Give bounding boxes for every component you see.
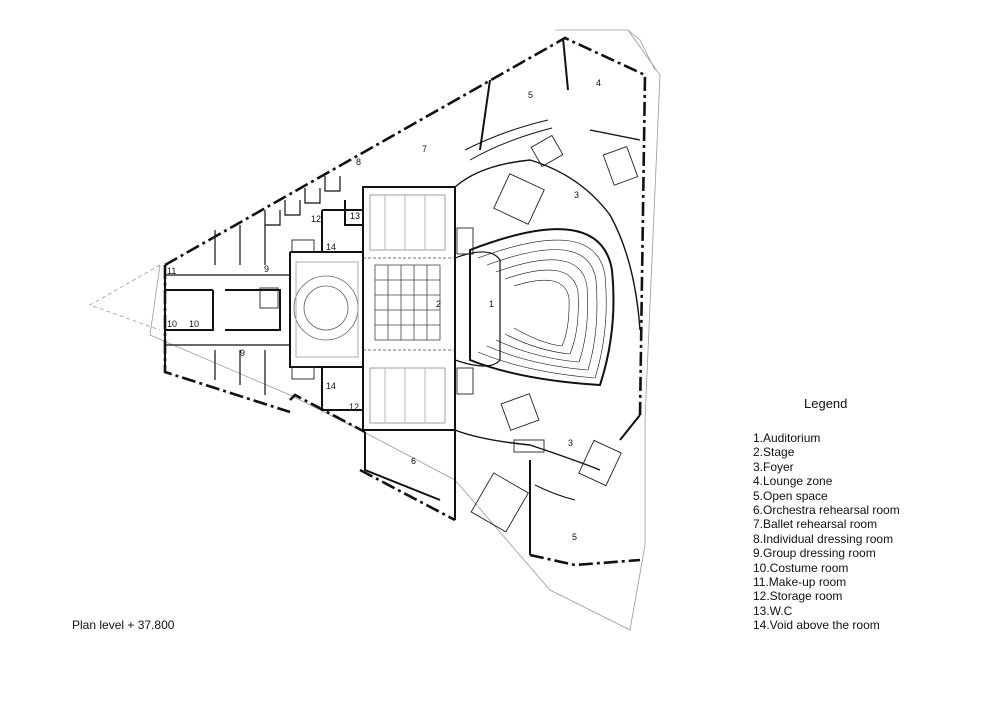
legend-item: 7.Ballet rehearsal room: [753, 517, 878, 532]
plan-level-caption: Plan level + 37.800: [72, 618, 175, 632]
interior-walls: [164, 37, 641, 555]
legend-item: 11.Make-up room: [753, 575, 847, 590]
room-label-costume-a: 10: [167, 319, 177, 329]
room-label-auditorium: 1: [489, 299, 494, 309]
room-label-void-top: 14: [326, 242, 336, 252]
stage-grid: [363, 194, 455, 424]
room-number-labels: 1 2 3 3 4 5 5 6 7 8 9 9 10 10 11 12 12 1…: [167, 78, 601, 542]
legend-list: 1.Auditorium 2.Stage 3.Foyer 4.Lounge zo…: [753, 431, 900, 633]
room-label-ballet: 7: [422, 144, 427, 154]
legend-item: 9.Group dressing room: [753, 546, 876, 561]
legend-item: 2.Stage: [753, 445, 795, 460]
room-label-storage-bottom: 12: [349, 402, 359, 412]
room-label-open-space-top: 5: [528, 90, 533, 100]
room-label-group-dressing-top: 9: [264, 264, 269, 274]
room-label-stage: 2: [436, 299, 441, 309]
legend-item: 13.W.C: [753, 603, 793, 618]
room-label-dressing-individual: 8: [356, 157, 361, 167]
auditorium: [454, 228, 615, 387]
legend-item: 4.Lounge zone: [753, 474, 833, 489]
room-label-void-bottom: 14: [326, 381, 336, 391]
rehearsal-circle: [293, 261, 359, 358]
legend-item: 10.Costume room: [753, 560, 849, 575]
room-label-open-space-bottom: 5: [572, 532, 577, 542]
room-label-storage-top: 12: [311, 214, 321, 224]
legend-item: 5.Open space: [753, 488, 828, 503]
room-label-orchestra: 6: [411, 456, 416, 466]
room-label-foyer-upper: 3: [574, 190, 579, 200]
dressing-room-partitions: [165, 176, 341, 395]
stairs: [259, 134, 639, 533]
room-label-foyer-lower: 3: [568, 438, 573, 448]
legend-item: 3.Foyer: [753, 459, 794, 474]
legend-item: 8.Individual dressing room: [753, 531, 894, 546]
legend-item: 14.Void above the room: [753, 618, 880, 633]
legend-item: 12.Storage room: [753, 589, 843, 604]
legend-item: 1.Auditorium: [753, 431, 821, 445]
room-label-costume-b: 10: [189, 319, 199, 329]
room-label-wc: 13: [350, 211, 360, 221]
room-label-group-dressing-bottom: 9: [240, 348, 245, 358]
site-outline: [89, 29, 661, 631]
room-label-lounge: 4: [596, 78, 601, 88]
room-label-makeup: 11: [167, 266, 176, 276]
legend-item: 6.Orchestra rehearsal room: [753, 503, 900, 518]
legend-title: Legend: [804, 396, 848, 411]
foyer-walls: [454, 119, 641, 501]
